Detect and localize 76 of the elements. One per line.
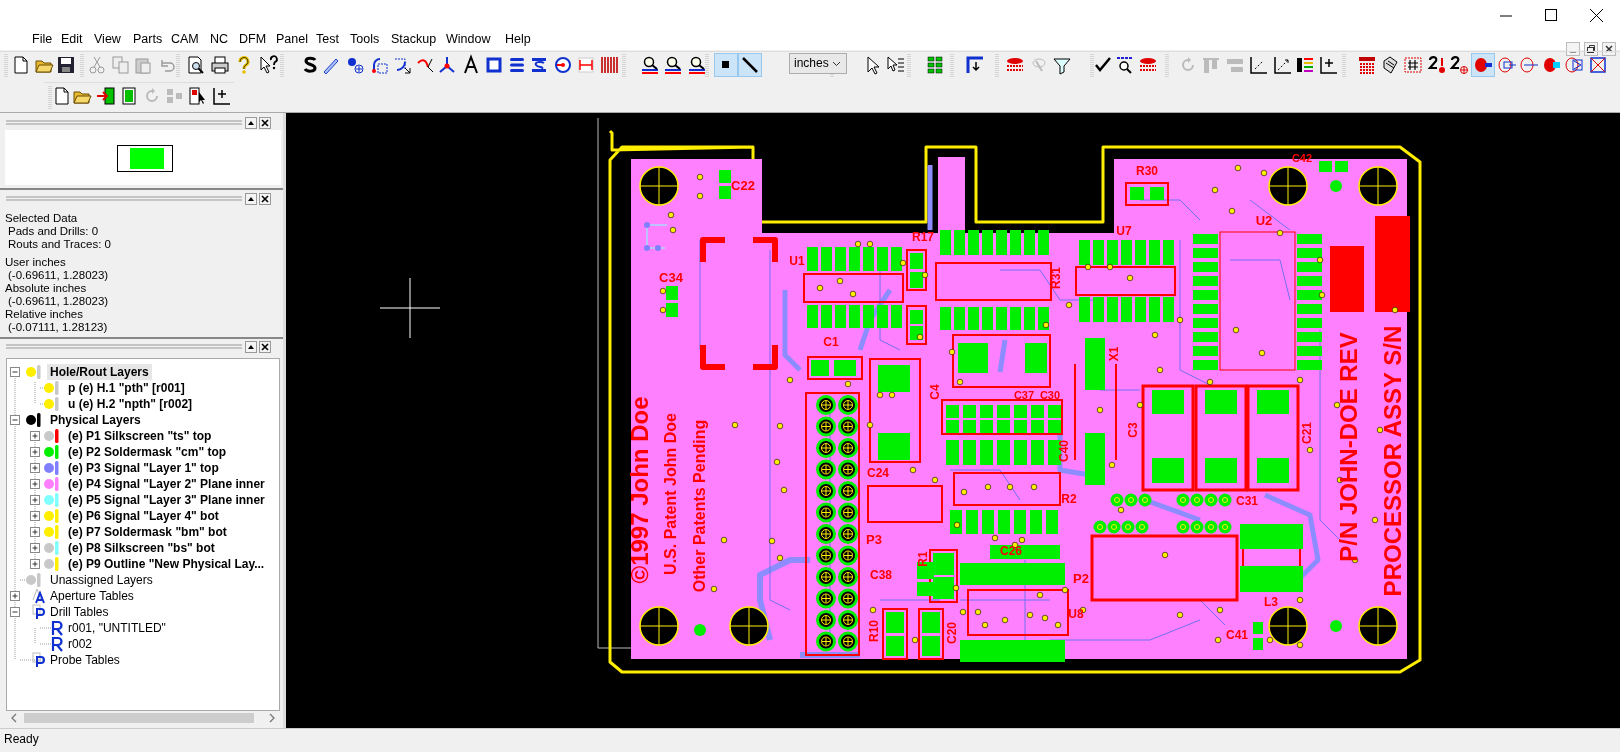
tree-item: r001, "UNTITLED": [68, 620, 166, 636]
tree-item: Unassigned Layers: [50, 572, 153, 588]
tree-item: r002: [68, 636, 93, 652]
silkscreen-label: X1: [1108, 346, 1120, 362]
tree-item: (e) P3 Signal "Layer 1" top: [68, 460, 219, 476]
tree-item: (e) P2 Soldermask "cm" top: [68, 444, 227, 460]
tree-item: Aperture Tables: [50, 588, 134, 604]
silkscreen-label: P/N JOHN-DOE REV: [1337, 332, 1361, 562]
units-dropdown: inches: [789, 53, 847, 74]
tree-item: u (e) H.2 "npth" [r002]: [68, 396, 193, 412]
silkscreen-label: C3: [1127, 422, 1139, 438]
silkscreen-label: ©1997 John Doe: [628, 396, 652, 584]
tree-item: Physical Layers: [50, 412, 141, 428]
silkscreen-label: Other Patents Pending: [692, 419, 708, 593]
menu-item: View: [94, 32, 121, 46]
tree-item: p (e) H.1 "pth" [r001]: [68, 380, 185, 396]
info-text: Pads and Drills: 0: [8, 224, 99, 238]
menu-item: Help: [505, 32, 531, 46]
silkscreen-label: C22: [731, 178, 755, 192]
menu-item: Stackup: [391, 32, 437, 46]
silkscreen-label: C20: [946, 622, 958, 644]
silkscreen-label: C40: [1058, 440, 1070, 462]
silkscreen-label: R1: [917, 551, 929, 567]
menu-item: Edit: [61, 32, 83, 46]
silkscreen-label: U1: [789, 255, 805, 267]
silkscreen-label: C26: [1000, 545, 1022, 557]
info-text: Relative inches: [5, 307, 83, 321]
menu-item: Panel: [276, 32, 308, 46]
silkscreen-label: C38: [870, 569, 892, 581]
tree-item: (e) P1 Silkscreen "ts" top: [68, 428, 212, 444]
menu-item: Window: [446, 32, 491, 46]
silkscreen-label: C1: [823, 336, 839, 348]
info-text: (-0.69611, 1.28023): [8, 268, 109, 282]
tree-item: (e) P4 Signal "Layer 2" Plane inner: [68, 476, 265, 492]
silkscreen-label: C4: [929, 384, 941, 400]
tree-item: (e) P8 Silkscreen "bs" bot: [68, 540, 215, 556]
status-text: Ready: [4, 732, 39, 746]
info-text: (-0.07111, 1.28123): [8, 320, 108, 334]
menu-item: DFM: [239, 32, 267, 46]
silkscreen-label: U.S. Patent John Doe: [663, 413, 679, 575]
tree-item: Hole/Rout Layers: [47, 364, 152, 380]
silkscreen-label: L3: [1264, 596, 1278, 608]
tree-item: (e) P5 Signal "Layer 3" Plane inner: [68, 492, 265, 508]
silkscreen-label: C34: [659, 270, 683, 284]
silkscreen-label: C21: [1301, 422, 1313, 444]
tree-item: (e) P9 Outline "New Physical Lay...: [68, 556, 265, 572]
menu-item: Tools: [350, 32, 380, 46]
silkscreen-label: C31: [1236, 495, 1258, 507]
silkscreen-label: U7: [1116, 225, 1132, 237]
silkscreen-label: U8: [1068, 608, 1084, 620]
silkscreen-label: R30: [1136, 165, 1158, 177]
silkscreen-label: C41: [1226, 629, 1248, 641]
menu-item: CAM: [171, 32, 199, 46]
tree-item: Drill Tables: [50, 604, 109, 620]
menu-item: Parts: [133, 32, 163, 46]
silkscreen-label: PROCESSOR ASSY S/N: [1381, 325, 1405, 597]
silkscreen-label: C37: [1013, 389, 1035, 401]
silkscreen-label: C30: [1039, 389, 1061, 401]
info-text: Absolute inches: [5, 281, 87, 295]
silkscreen-label: R10: [868, 620, 880, 642]
info-text: Routs and Traces: 0: [8, 237, 111, 251]
tree-item: (e) P7 Soldermask "bm" bot: [68, 524, 227, 540]
silkscreen-label: U2: [1255, 213, 1273, 227]
info-text: (-0.69611, 1.28023): [8, 294, 109, 308]
info-text: Selected Data: [5, 211, 78, 225]
menu-item: NC: [210, 32, 229, 46]
info-text: User inches: [5, 255, 66, 269]
menu-item: Test: [316, 32, 339, 46]
silkscreen-label: R2: [1061, 493, 1077, 505]
silkscreen-label: R17: [912, 231, 934, 243]
tree-item: (e) P6 Signal "Layer 4" bot: [68, 508, 219, 524]
silkscreen-label: C24: [867, 467, 889, 479]
tree-item: Probe Tables: [50, 652, 120, 668]
silkscreen-label: P2: [1073, 571, 1089, 585]
menu-item: File: [32, 32, 53, 46]
silkscreen-label: P3: [866, 532, 882, 546]
